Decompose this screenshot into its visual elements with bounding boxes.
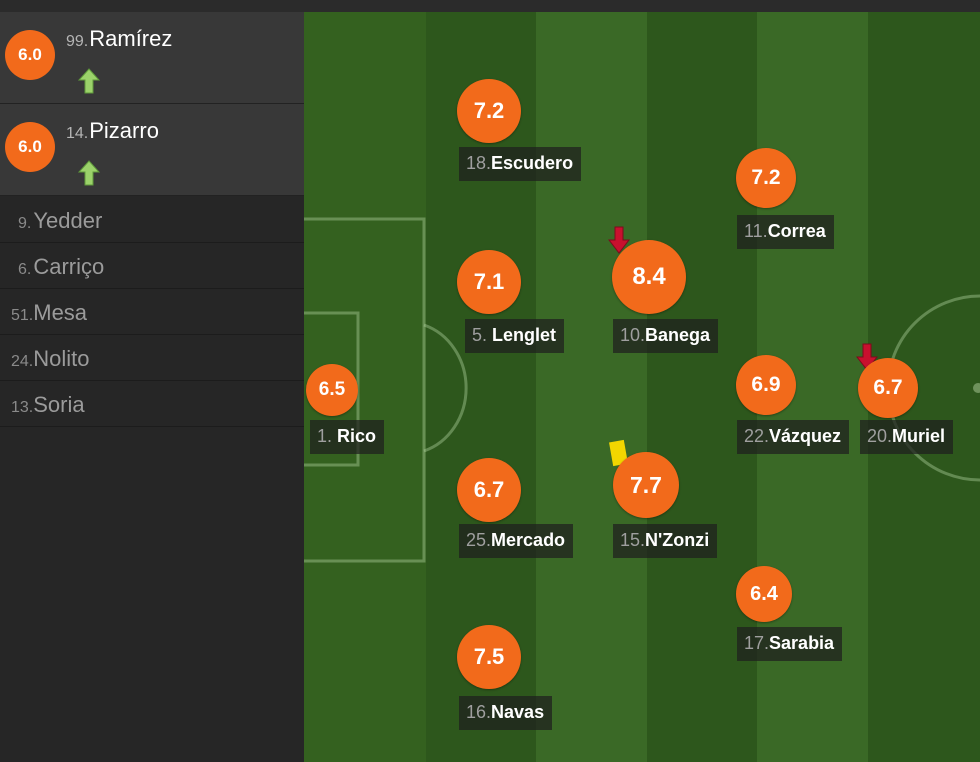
- rating-badge: 7.1: [457, 250, 521, 314]
- player-name: Muriel: [892, 426, 946, 446]
- rating-badge: 7.5: [457, 625, 521, 689]
- bench-row[interactable]: 9.Yedder: [0, 197, 304, 243]
- player-name: Rico: [337, 426, 377, 446]
- player-name: Banega: [645, 325, 711, 345]
- player-name: Escudero: [491, 153, 574, 173]
- player-number: 51.: [11, 307, 34, 324]
- player-name: Sarabia: [769, 633, 835, 653]
- player-number: 1.: [317, 426, 333, 446]
- sub-in-arrow-icon: [78, 160, 100, 186]
- player-name: Soria: [33, 392, 85, 417]
- bench-row[interactable]: 24.Nolito: [0, 335, 304, 381]
- substitute-row[interactable]: 6.0 99.Ramírez: [0, 12, 304, 104]
- rating-badge: 6.7: [858, 358, 918, 418]
- bench-row[interactable]: 51.Mesa: [0, 289, 304, 335]
- player-name: Nolito: [33, 346, 90, 371]
- player-name: Yedder: [33, 208, 103, 233]
- player-label: 11.Correa: [737, 215, 834, 249]
- rating-badge: 7.7: [613, 452, 679, 518]
- player-label: 22.Vázquez: [737, 420, 850, 454]
- player-number: 22.: [744, 426, 770, 446]
- player-name: Mesa: [33, 300, 88, 325]
- player-name: Navas: [491, 702, 545, 722]
- player-number: 20.: [867, 426, 893, 446]
- rating-badge: 6.0: [5, 122, 55, 172]
- player-number: 14.: [66, 125, 89, 142]
- player-number: 24.: [11, 353, 34, 370]
- player-number: 11.: [744, 221, 768, 241]
- player-label: 14.Pizarro: [66, 118, 159, 144]
- bench-row[interactable]: 6.Carriço: [0, 243, 304, 289]
- player-name: Carriço: [33, 254, 105, 279]
- player-label: 20.Muriel: [860, 420, 954, 454]
- player-name: Pizarro: [89, 118, 159, 143]
- rating-badge: 6.7: [457, 458, 521, 522]
- player-number: 17.: [744, 633, 770, 653]
- rating-badge: 8.4: [612, 240, 686, 314]
- player-label: 1. Rico: [310, 420, 385, 454]
- player-number: 18.: [466, 153, 492, 173]
- rating-badge: 7.2: [457, 79, 521, 143]
- substitutes-panel: 6.0 99.Ramírez 6.0 14.Pizarro 9.Yedder 6…: [0, 12, 304, 762]
- player-number: 25.: [466, 530, 492, 550]
- player-number: 99.: [66, 33, 89, 50]
- player-name: Lenglet: [492, 325, 557, 345]
- player-number: 13.: [11, 399, 34, 416]
- bench-row[interactable]: 13.Soria: [0, 381, 304, 427]
- player-number: 10.: [620, 325, 646, 345]
- player-name: N'Zonzi: [645, 530, 710, 550]
- player-label: 51.Mesa: [11, 300, 87, 326]
- player-label: 5. Lenglet: [465, 319, 565, 353]
- pitch-markings: [304, 12, 980, 762]
- player-number: 15.: [620, 530, 646, 550]
- sub-in-arrow-icon: [78, 68, 100, 94]
- rating-badge: 6.0: [5, 30, 55, 80]
- player-label: 6.Carriço: [18, 254, 104, 280]
- rating-badge: 7.2: [736, 148, 796, 208]
- player-label: 99.Ramírez: [66, 26, 172, 52]
- substitute-row[interactable]: 6.0 14.Pizarro: [0, 104, 304, 196]
- player-name: Ramírez: [89, 26, 173, 51]
- player-name: Correa: [767, 221, 826, 241]
- pitch: 6.5 1. Rico 7.2 18.Escudero 7.1 5. Lengl…: [304, 12, 980, 762]
- sub-off-arrow-icon: [608, 226, 630, 254]
- player-number: 5.: [472, 325, 488, 345]
- player-label: 24.Nolito: [11, 346, 90, 372]
- player-label: 17.Sarabia: [737, 627, 843, 661]
- player-name: Mercado: [491, 530, 566, 550]
- rating-badge: 6.4: [736, 566, 792, 622]
- player-label: 25.Mercado: [459, 524, 574, 558]
- player-label: 10.Banega: [613, 319, 719, 353]
- player-label: 16.Navas: [459, 696, 553, 730]
- player-label: 13.Soria: [11, 392, 85, 418]
- player-label: 9.Yedder: [18, 208, 102, 234]
- player-label: 15.N'Zonzi: [613, 524, 718, 558]
- rating-badge: 6.9: [736, 355, 796, 415]
- top-bar: [0, 0, 980, 12]
- player-label: 18.Escudero: [459, 147, 582, 181]
- player-number: 16.: [466, 702, 492, 722]
- rating-badge: 6.5: [306, 364, 358, 416]
- player-number: 6.: [18, 261, 32, 278]
- player-name: Vázquez: [769, 426, 842, 446]
- player-number: 9.: [18, 215, 32, 232]
